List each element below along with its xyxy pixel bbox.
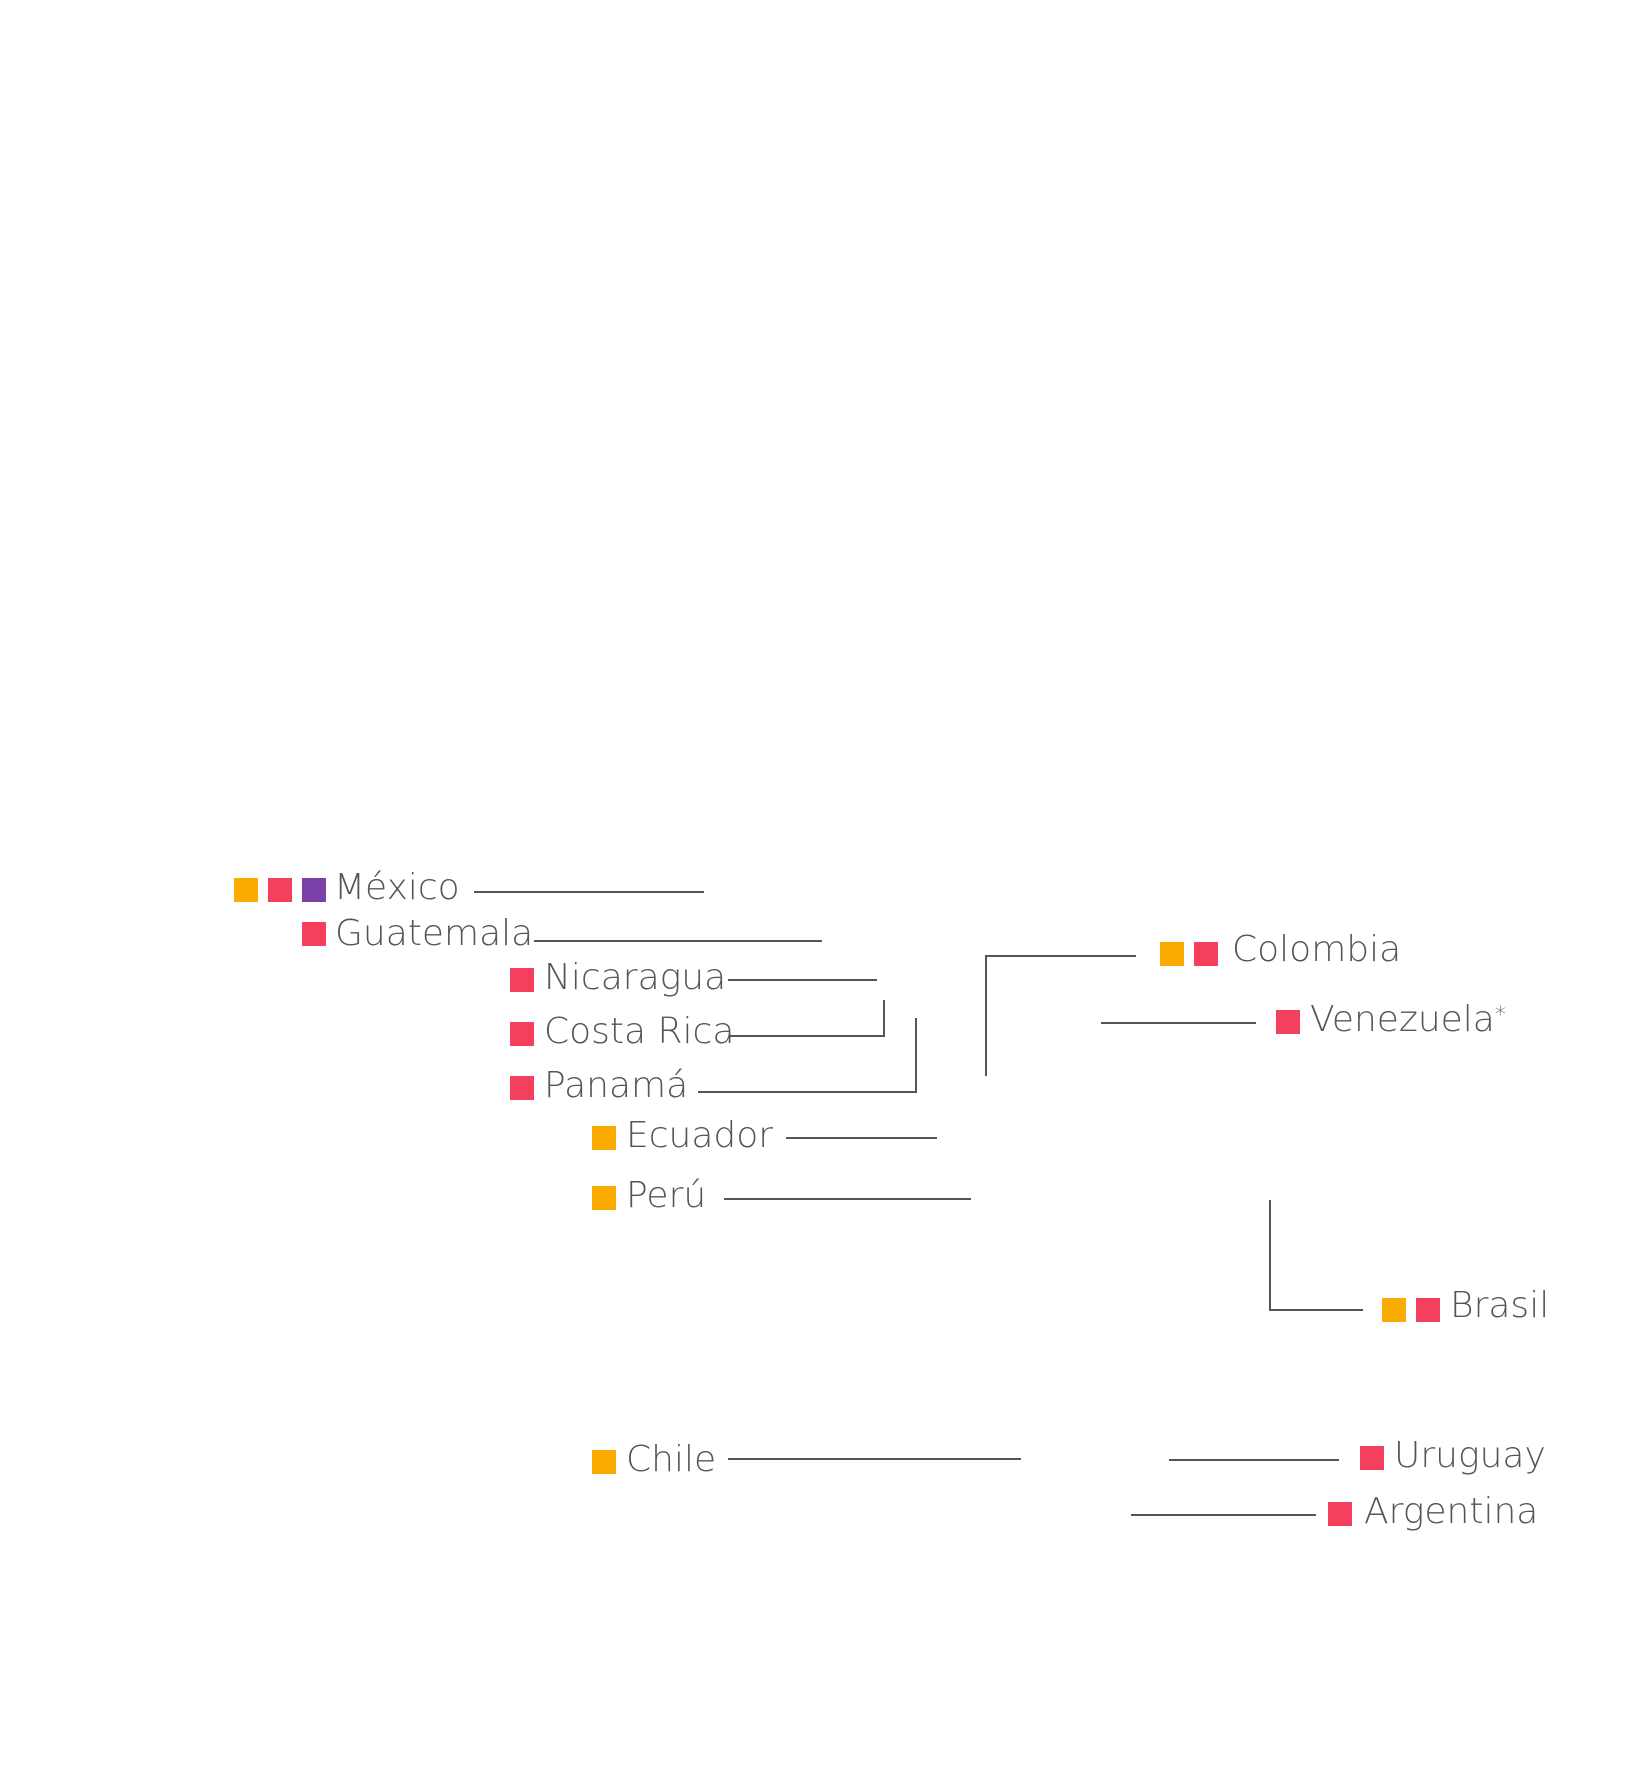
country-label-venezuela: Venezuela* (1310, 1000, 1506, 1040)
marker-uruguay-red (1360, 1446, 1384, 1470)
marker-brasil-red (1416, 1298, 1440, 1322)
leader-line-costa-rica (730, 1000, 885, 1037)
leader-line-brasil (1269, 1200, 1363, 1311)
marker-ecuador-orange (592, 1126, 616, 1150)
country-label-guatemala: Guatemala (335, 913, 534, 954)
marker-mexico-red (268, 878, 292, 902)
footnote-marker: * (1494, 1003, 1506, 1028)
marker-venezuela-red (1276, 1010, 1300, 1034)
marker-guatemala-red (302, 922, 326, 946)
country-label-brasil: Brasil (1450, 1285, 1550, 1326)
marker-costa-rica-red (510, 1022, 534, 1046)
marker-colombia-orange (1160, 942, 1184, 966)
country-label-costa-rica: Costa Rica (544, 1011, 735, 1052)
country-name-venezuela: Venezuela (1310, 999, 1495, 1040)
country-label-peru: Perú (626, 1175, 707, 1216)
marker-nicaragua-red (510, 968, 534, 992)
leader-line-colombia (985, 955, 1136, 1076)
marker-brasil-orange (1382, 1298, 1406, 1322)
country-label-argentina: Argentina (1364, 1491, 1539, 1532)
marker-chile-orange (592, 1450, 616, 1474)
marker-mexico-purple (302, 878, 326, 902)
marker-argentina-red (1328, 1502, 1352, 1526)
marker-colombia-red (1194, 942, 1218, 966)
country-label-ecuador: Ecuador (626, 1115, 774, 1156)
marker-panama-red (510, 1076, 534, 1100)
leader-line-panama (698, 1018, 917, 1093)
marker-peru-orange (592, 1186, 616, 1210)
country-label-mexico: México (334, 867, 460, 908)
country-label-uruguay: Uruguay (1394, 1435, 1546, 1476)
country-label-nicaragua: Nicaragua (544, 957, 727, 998)
country-label-panama: Panamá (544, 1065, 689, 1106)
country-label-colombia: Colombia (1232, 929, 1402, 970)
country-label-chile: Chile (626, 1439, 717, 1480)
marker-mexico-orange (234, 878, 258, 902)
